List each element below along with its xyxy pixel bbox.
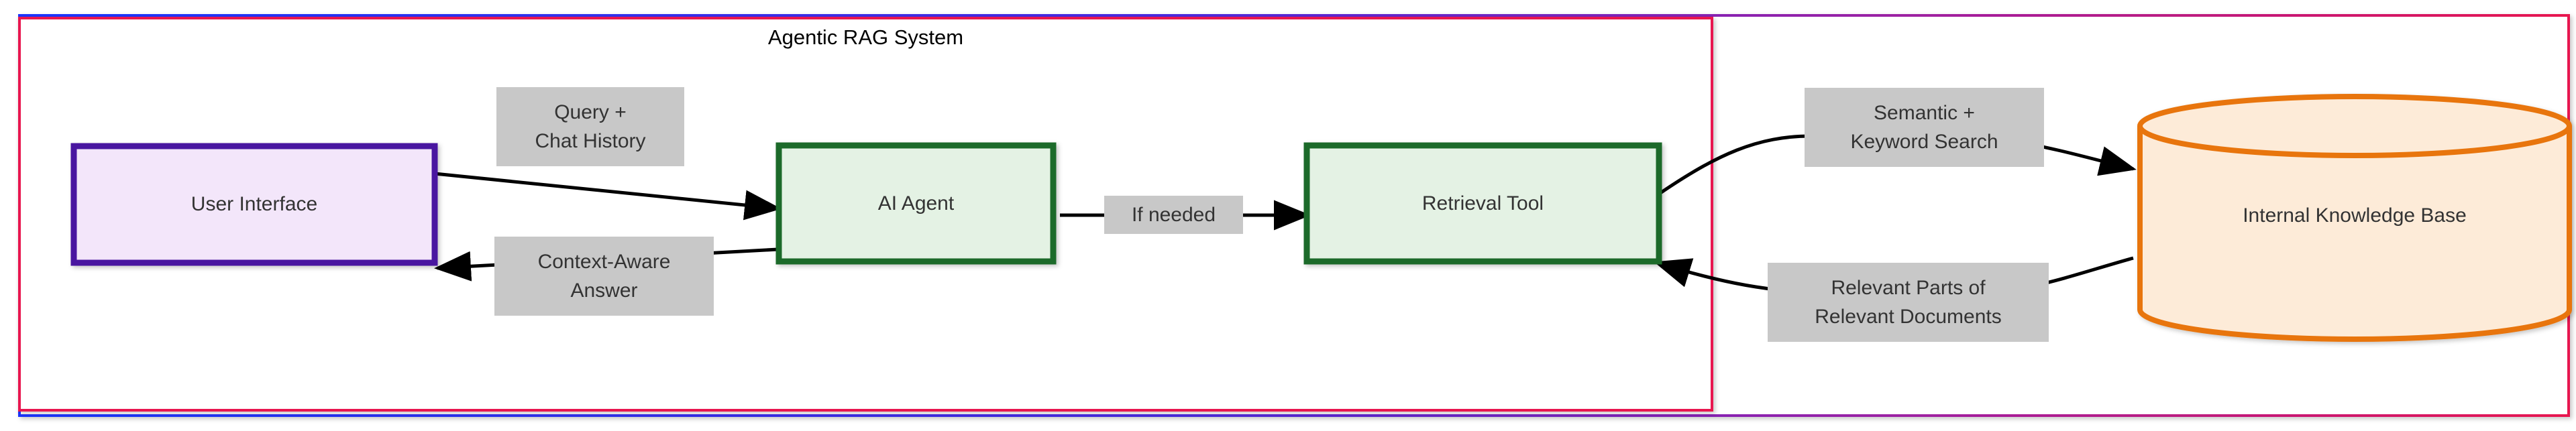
- ai-agent-rect[interactable]: [775, 142, 1057, 265]
- edge-label-line: Answer: [570, 280, 638, 302]
- edge-label-line: If needed: [1131, 203, 1216, 226]
- edge-label-context-aware-answer: Context-Aware Answer: [494, 237, 714, 316]
- edge-label-line: Chat History: [535, 130, 646, 152]
- edge-label-line: Relevant Parts of: [1831, 276, 1986, 299]
- internal-knowledge-base-cylinder[interactable]: [2137, 94, 2572, 342]
- edge-label-line: Context-Aware: [537, 250, 671, 273]
- user-interface-rect[interactable]: [70, 143, 438, 266]
- edge-label-if-needed: If needed: [1104, 196, 1243, 234]
- edge-label-line: Query +: [554, 101, 627, 123]
- edge-label-semantic-keyword-search: Semantic + Keyword Search: [1805, 88, 2044, 167]
- edge-label-line: Semantic +: [1874, 101, 1975, 124]
- edge-label-relevant-parts-documents: Relevant Parts of Relevant Documents: [1768, 263, 2049, 342]
- retrieval-tool-rect[interactable]: [1303, 142, 1662, 265]
- edge-label-line: Relevant Documents: [1815, 306, 2002, 328]
- edge-label-line: Keyword Search: [1850, 131, 1998, 153]
- page-title: Agentic RAG System: [767, 25, 964, 49]
- edge-label-query-chat-history: Query + Chat History: [496, 87, 684, 166]
- edge-path-ui-to-agent: [434, 172, 782, 221]
